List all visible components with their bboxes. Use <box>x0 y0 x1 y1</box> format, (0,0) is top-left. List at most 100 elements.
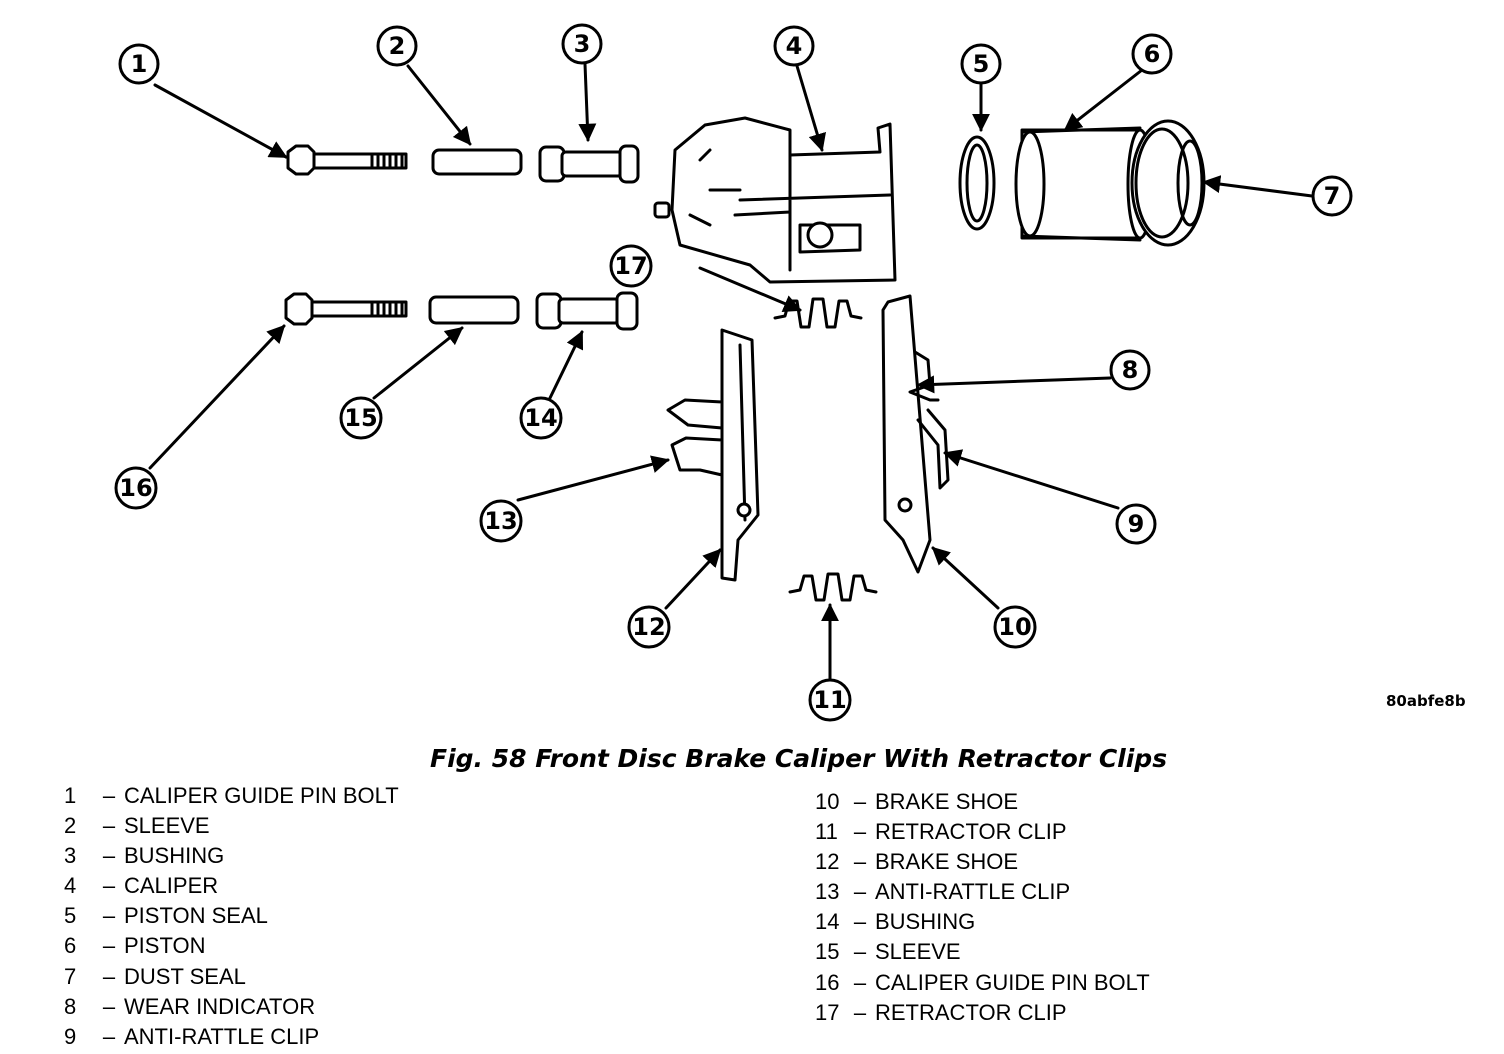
legend-label: DUST SEAL <box>124 963 246 989</box>
legend-item: 2–SLEEVE <box>64 811 399 841</box>
legend-item: 13–ANTI-RATTLE CLIP <box>815 877 1150 907</box>
brake-shoe-outer <box>881 294 932 574</box>
legend-dash: – <box>102 963 116 989</box>
legend-dash: – <box>102 933 116 959</box>
callout-14: 14 <box>519 396 563 440</box>
callout-8: 8 <box>1109 349 1151 391</box>
legend-dash: – <box>102 843 116 869</box>
anti-rattle-clip-outer <box>916 408 950 490</box>
legend-item: 14–BUSHING <box>815 907 1150 937</box>
callout-7: 7 <box>1311 175 1353 217</box>
legend-dash: – <box>102 903 116 929</box>
legend-dash: – <box>102 783 116 808</box>
callout-16: 16 <box>114 466 158 510</box>
legend-dash: – <box>102 993 116 1019</box>
legend-item: 15–SLEEVE <box>815 937 1150 967</box>
callout-5: 5 <box>960 43 1002 85</box>
callout-number: 4 <box>786 32 803 60</box>
legend-item: 4–CALIPER <box>64 871 399 901</box>
legend-number: 13 <box>815 879 840 905</box>
legend-number: 11 <box>815 819 838 845</box>
brake-shoe-inner <box>720 328 760 582</box>
legend-number: 8 <box>64 993 77 1019</box>
guide-pin-bolt-upper <box>286 144 408 176</box>
callout-9: 9 <box>1115 503 1157 545</box>
figure-caption: Fig. 58 Front Disc Brake Caliper With Re… <box>430 744 1168 773</box>
legend-dash: – <box>853 969 867 995</box>
legend-dash: – <box>853 999 867 1025</box>
legend-label: BRAKE SHOE <box>875 789 1019 814</box>
callout-13: 13 <box>479 499 523 543</box>
legend-dash: – <box>853 879 867 905</box>
legend-number: 10 <box>815 789 840 814</box>
callout-4: 4 <box>773 25 815 67</box>
callout-3: 3 <box>561 23 603 65</box>
legend-number: 14 <box>815 909 840 935</box>
callout-number: 5 <box>973 50 990 78</box>
legend-label: SLEEVE <box>124 813 210 839</box>
dust-seal <box>1130 119 1206 247</box>
callout-number: 10 <box>998 613 1031 641</box>
legend-dash: – <box>102 1023 116 1049</box>
leader-arrows <box>148 62 1314 682</box>
callout-number: 9 <box>1128 510 1145 538</box>
legend-label: RETRACTOR CLIP <box>875 999 1067 1025</box>
legend-dash: – <box>853 939 867 965</box>
legend-number: 1 <box>64 783 77 808</box>
callout-number: 15 <box>344 404 377 432</box>
callout-circles: 1 2 3 4 5 6 7 8 9 10 11 12 13 14 15 16 1… <box>114 23 1353 722</box>
callout-15: 15 <box>339 396 383 440</box>
legend-label: RETRACTOR CLIP <box>875 819 1067 845</box>
legend-number: 5 <box>64 903 77 929</box>
callout-11: 11 <box>808 678 852 722</box>
sleeve-lower <box>428 295 520 325</box>
legend-item: 5–PISTON SEAL <box>64 901 399 931</box>
legend-label: CALIPER <box>124 873 219 899</box>
legend-label: BUSHING <box>875 909 976 935</box>
legend-item: 6–PISTON <box>64 931 399 961</box>
callout-17: 17 <box>609 244 653 288</box>
callout-number: 17 <box>614 252 647 280</box>
legend-item: 7–DUST SEAL <box>64 962 399 992</box>
legend-dash: – <box>102 873 116 899</box>
legend-number: 2 <box>64 813 77 839</box>
legend-label: BUSHING <box>124 843 225 869</box>
callout-number: 1 <box>131 50 148 78</box>
legend-dash: – <box>853 819 867 845</box>
callout-number: 11 <box>813 686 846 714</box>
sleeve-upper <box>431 148 523 176</box>
bushing-upper <box>538 144 640 184</box>
callout-number: 6 <box>1144 40 1161 68</box>
legend-dash: – <box>853 849 867 875</box>
callout-number: 14 <box>524 404 557 432</box>
legend-dash: – <box>102 813 116 839</box>
legend-label: BRAKE SHOE <box>875 849 1019 875</box>
legend-number: 3 <box>64 843 77 869</box>
callout-number: 13 <box>484 507 517 535</box>
callout-number: 12 <box>632 613 665 641</box>
guide-pin-bolt-lower <box>284 292 408 326</box>
legend-label: SLEEVE <box>875 939 961 965</box>
legend-number: 7 <box>64 963 77 989</box>
exploded-view-diagram: 1 2 3 4 5 6 7 8 9 10 11 12 13 14 15 16 1… <box>114 23 1353 722</box>
legend-number: 15 <box>815 939 840 965</box>
legend-item: 12–BRAKE SHOE <box>815 847 1150 877</box>
retractor-clip-upper <box>773 297 863 329</box>
callout-number: 3 <box>574 30 591 58</box>
legend-number: 17 <box>815 999 840 1025</box>
callout-number: 8 <box>1122 356 1139 384</box>
callout-1: 1 <box>118 43 160 85</box>
legend-dash: – <box>853 789 867 814</box>
legend-dash: – <box>853 909 867 935</box>
callout-2: 2 <box>376 25 418 67</box>
callout-6: 6 <box>1131 33 1173 75</box>
callout-number: 2 <box>389 32 406 60</box>
legend-number: 6 <box>64 933 77 959</box>
figure-id: 80abfe8b <box>1386 692 1466 710</box>
legend-item: 3–BUSHING <box>64 841 399 871</box>
legend-label: CALIPER GUIDE PIN BOLT <box>875 969 1150 995</box>
legend-item: 16–CALIPER GUIDE PIN BOLT <box>815 968 1150 998</box>
